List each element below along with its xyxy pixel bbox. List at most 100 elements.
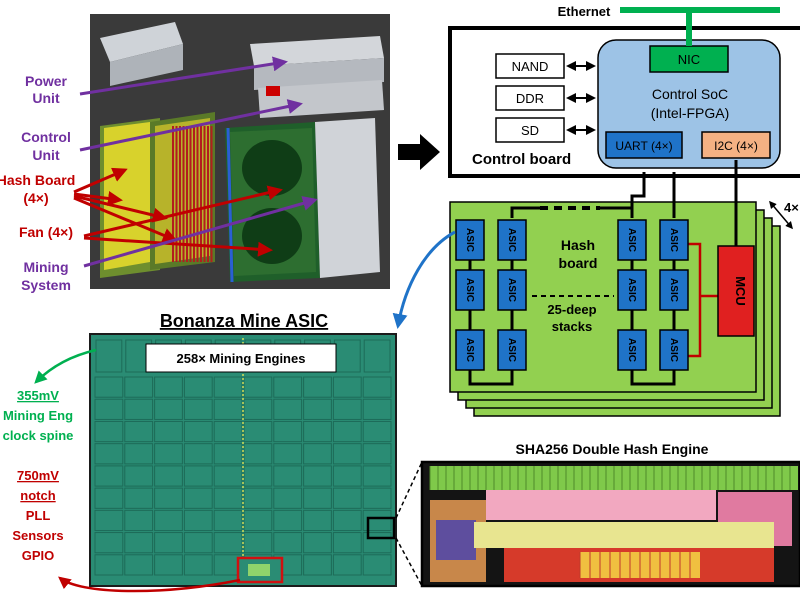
engine-tile bbox=[273, 487, 303, 509]
hash-board-stack: 4× Hash board 25-deep stacks MCU ASICASI… bbox=[449, 160, 799, 417]
mining-system-label-line1: Mining bbox=[23, 259, 68, 275]
fin bbox=[175, 126, 178, 262]
hash-board-label-line2: (4×) bbox=[23, 190, 48, 206]
asic-label: ASIC bbox=[668, 228, 679, 252]
fan-label: Fan (4×) bbox=[19, 224, 73, 240]
engine-tile bbox=[213, 443, 243, 465]
engine-tile bbox=[273, 532, 303, 554]
engine-tile bbox=[94, 420, 124, 443]
engine-tile bbox=[124, 443, 154, 465]
ethernet-link: Ethernet bbox=[558, 4, 780, 46]
engine-tile bbox=[332, 487, 362, 509]
fin bbox=[193, 126, 195, 262]
engine-tile bbox=[303, 443, 332, 465]
engine-tile bbox=[94, 532, 124, 554]
engine-tile bbox=[243, 443, 273, 465]
fin bbox=[186, 126, 188, 262]
mcu-block bbox=[717, 245, 755, 337]
asic-die: Bonanza Mine ASIC 258× Mining Engines bbox=[89, 311, 397, 587]
engine-tile bbox=[183, 554, 213, 576]
spine-label-line2: clock spine bbox=[3, 428, 74, 443]
asic-grid: ASICASICASICASICASICASICASICASICASICASIC… bbox=[455, 219, 689, 378]
engine-tile bbox=[154, 554, 183, 576]
mcu-label: MCU bbox=[733, 276, 748, 306]
asic-label: ASIC bbox=[464, 228, 475, 252]
engine-tile bbox=[94, 398, 124, 420]
engine-tile bbox=[362, 487, 392, 509]
engine-tile bbox=[183, 487, 213, 509]
flow-arrow bbox=[398, 134, 440, 170]
engine-tile bbox=[124, 532, 154, 554]
engine-tile bbox=[183, 443, 213, 465]
engine-tile bbox=[303, 420, 332, 443]
asic-label: ASIC bbox=[464, 338, 475, 362]
asic-title: Bonanza Mine ASIC bbox=[160, 311, 328, 331]
engine-tile bbox=[303, 554, 332, 576]
engine-tile bbox=[273, 443, 303, 465]
asic-label: ASIC bbox=[506, 278, 517, 302]
power-unit-label-line2: Unit bbox=[32, 90, 60, 106]
fin bbox=[189, 126, 192, 262]
engine-tile bbox=[362, 376, 392, 398]
soc-label-line1: Control SoC bbox=[652, 86, 728, 102]
control-board: Control board NAND DDR SD Control SoC (I… bbox=[448, 26, 800, 178]
engine-tile bbox=[124, 509, 154, 532]
sha-cell-grid bbox=[429, 466, 791, 578]
engine-tile bbox=[183, 532, 213, 554]
spine-label-line1: Mining Eng bbox=[3, 408, 73, 423]
hash-board-label-line1: Hash Board bbox=[0, 172, 75, 188]
ddr-box bbox=[495, 85, 565, 111]
engine-tile bbox=[154, 465, 183, 487]
asic-chip bbox=[659, 219, 689, 261]
gpio-label: GPIO bbox=[22, 548, 55, 563]
engine-tile bbox=[273, 376, 303, 398]
engine-tile bbox=[362, 420, 392, 443]
engine-tile bbox=[332, 465, 362, 487]
asic-label: ASIC bbox=[668, 338, 679, 362]
engine-tile bbox=[362, 554, 392, 576]
engine-tile bbox=[243, 509, 273, 532]
engine-tile bbox=[213, 532, 243, 554]
soc-label-line2: (Intel-FPGA) bbox=[651, 105, 730, 121]
asic-chip bbox=[497, 219, 527, 261]
engine-tile bbox=[332, 376, 362, 398]
zoom-arrow-asic bbox=[392, 230, 456, 329]
engine-tile bbox=[303, 532, 332, 554]
fin bbox=[203, 126, 206, 262]
engine-tile bbox=[124, 398, 154, 420]
engine-tile bbox=[124, 465, 154, 487]
engine-tile bbox=[154, 532, 183, 554]
asic-chip bbox=[455, 219, 485, 261]
engine-tile bbox=[124, 554, 154, 576]
engine-tile bbox=[154, 443, 183, 465]
engine-tile bbox=[332, 532, 362, 554]
engine-tile bbox=[303, 509, 332, 532]
asic-chip bbox=[497, 329, 527, 371]
engine-tile bbox=[213, 420, 243, 443]
engine-tile bbox=[213, 509, 243, 532]
engine-tile bbox=[94, 554, 124, 576]
engine-tile bbox=[124, 376, 154, 398]
sd-box bbox=[495, 117, 565, 143]
engine-tile bbox=[94, 487, 124, 509]
engine-tile bbox=[213, 487, 243, 509]
engine-tile bbox=[154, 376, 183, 398]
engine-tile bbox=[303, 376, 332, 398]
engine-count-label: 258× Mining Engines bbox=[177, 351, 306, 366]
sd-label: SD bbox=[521, 123, 539, 138]
i2c-block bbox=[701, 131, 771, 159]
engine-tile bbox=[213, 376, 243, 398]
engine-tile bbox=[362, 443, 392, 465]
engine-tile bbox=[332, 398, 362, 420]
engine-tile bbox=[362, 509, 392, 532]
uart-block bbox=[605, 131, 683, 159]
engine-tile bbox=[243, 420, 273, 443]
mining-system-label-line2: System bbox=[21, 277, 71, 293]
pll-label: PLL bbox=[26, 508, 51, 523]
engine-tile bbox=[303, 487, 332, 509]
ddr-label: DDR bbox=[516, 91, 544, 106]
engine-tile bbox=[303, 398, 332, 420]
engine-tile bbox=[183, 509, 213, 532]
stacks-label-line1: 25-deep bbox=[547, 302, 596, 317]
